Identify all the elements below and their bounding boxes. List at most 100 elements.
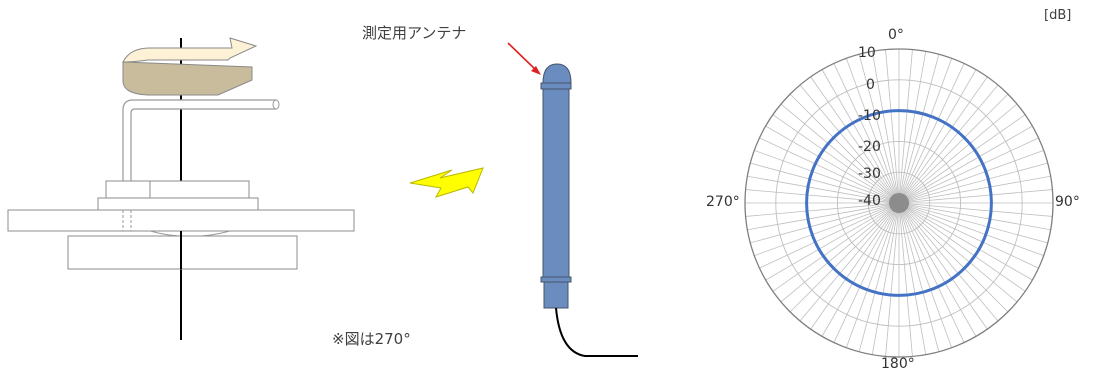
polar-ring: [744, 48, 1054, 358]
polar-spoke: [898, 202, 927, 355]
polar-spoke: [833, 202, 900, 343]
radial-tick-label: 10: [858, 45, 876, 61]
radial-tick-label: -40: [858, 193, 881, 209]
polar-spoke: [765, 202, 900, 281]
polar-spoke: [750, 162, 900, 204]
polar-hub: [889, 193, 909, 213]
antenna-pointer-arrow: [507, 42, 541, 75]
polar-spoke: [898, 202, 1039, 269]
polar-spoke: [871, 51, 900, 204]
polar-spoke: [821, 202, 900, 337]
polar-spoke: [898, 202, 1051, 231]
polar-spoke: [898, 189, 1053, 204]
pattern-series-line: [805, 109, 993, 297]
polar-spoke: [759, 137, 900, 204]
polar-spoke: [898, 202, 940, 352]
polar-spoke: [898, 103, 1018, 204]
polar-spoke: [898, 202, 953, 348]
polar-spoke: [898, 137, 1039, 204]
polar-spoke: [810, 202, 900, 330]
radial-tick-label: -20: [858, 139, 881, 155]
polar-spoke: [898, 63, 965, 204]
polar-spoke: [898, 54, 940, 204]
polar-spoke: [898, 202, 965, 343]
polar-spoke: [898, 202, 913, 357]
polar-spoke: [799, 84, 900, 204]
turntable-base: [67, 235, 298, 270]
polar-spoke: [810, 76, 900, 204]
polar-spoke: [747, 202, 900, 231]
polar-spoke: [898, 202, 1026, 292]
polar-spoke: [898, 202, 1048, 244]
polar-spoke: [898, 175, 1051, 204]
polar-spoke: [772, 202, 900, 292]
polar-ring: [836, 140, 962, 266]
figure-note: ※図は270°: [332, 330, 411, 348]
polar-spoke: [898, 202, 1033, 281]
polar-ring: [867, 171, 931, 235]
polar-spoke: [745, 189, 900, 204]
radial-tick-label: 0: [866, 77, 875, 93]
polar-spoke: [789, 93, 900, 204]
angle-label-270: 270°: [706, 194, 740, 210]
polar-spoke: [898, 202, 977, 337]
polar-spoke: [747, 175, 900, 204]
polar-spoke: [858, 202, 900, 352]
polar-spoke: [833, 63, 900, 204]
device-bent-pipe: [122, 99, 280, 196]
polar-spoke: [765, 125, 900, 204]
polar-spoke: [885, 202, 900, 357]
signal-lightning-icon: [409, 167, 484, 198]
polar-spoke: [745, 202, 900, 217]
polar-spoke: [898, 202, 1044, 257]
turntable-plate: [7, 209, 355, 232]
polar-spoke: [759, 202, 900, 269]
polar-spoke: [754, 149, 900, 204]
polar-spoke: [898, 125, 1033, 204]
polar-spoke: [898, 202, 988, 330]
radial-tick-label: -30: [858, 166, 881, 182]
polar-spoke: [898, 202, 1053, 217]
antenna-cable: [555, 307, 638, 357]
polar-spoke: [898, 114, 1026, 204]
polar-spoke: [789, 202, 900, 313]
polar-spoke: [898, 202, 1009, 313]
device-upper-block: [105, 180, 250, 200]
polar-spoke: [898, 149, 1044, 204]
device-lower-block: [97, 197, 259, 211]
polar-spoke: [780, 202, 900, 303]
polar-spoke: [898, 76, 988, 204]
polar-spoke: [898, 49, 913, 204]
polar-spoke: [858, 54, 900, 204]
polar-spoke: [898, 58, 953, 204]
polar-spoke: [898, 84, 999, 204]
turntable-setup: [7, 37, 355, 340]
polar-spoke: [898, 202, 1018, 303]
polar-spoke: [750, 202, 900, 244]
polar-spoke: [799, 202, 900, 322]
polar-spoke: [754, 202, 900, 257]
polar-spoke: [898, 69, 977, 204]
polar-spoke: [898, 51, 927, 204]
polar-spoke: [845, 202, 900, 348]
polar-spoke: [898, 162, 1048, 204]
polar-spoke: [885, 49, 900, 204]
polar-spoke: [845, 58, 900, 204]
polar-ring: [775, 79, 1023, 327]
angle-label-180: 180°: [881, 356, 915, 372]
polar-spoke: [898, 93, 1009, 204]
polar-spoke: [898, 202, 999, 322]
rotation-arrow-icon: [122, 37, 258, 96]
antenna-label: 測定用アンテナ: [362, 24, 467, 42]
polar-spoke: [821, 69, 900, 204]
radiation-pattern-chart: [744, 48, 1054, 358]
unit-label: [dB]: [1044, 8, 1072, 23]
angle-label-0: 0°: [888, 27, 904, 43]
measurement-antenna: [540, 63, 638, 357]
radial-tick-label: -10: [858, 108, 881, 124]
polar-spoke: [871, 202, 900, 355]
polar-spoke: [772, 114, 900, 204]
polar-spoke: [780, 103, 900, 204]
angle-label-90: 90°: [1055, 194, 1080, 210]
